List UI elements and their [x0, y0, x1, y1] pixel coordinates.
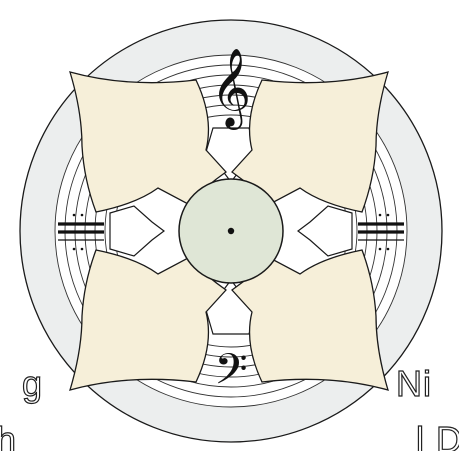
bass-clef-icon: 𝄢 [214, 345, 247, 405]
corner-text-right-bottom: l D [416, 422, 459, 451]
center-dot [228, 228, 234, 234]
corner-text-left-top: g [22, 366, 43, 402]
corner-text-left-bottom: h [0, 422, 17, 451]
treble-clef-icon: 𝄞 [211, 48, 251, 130]
corner-text-right-top: Ni [396, 366, 432, 402]
